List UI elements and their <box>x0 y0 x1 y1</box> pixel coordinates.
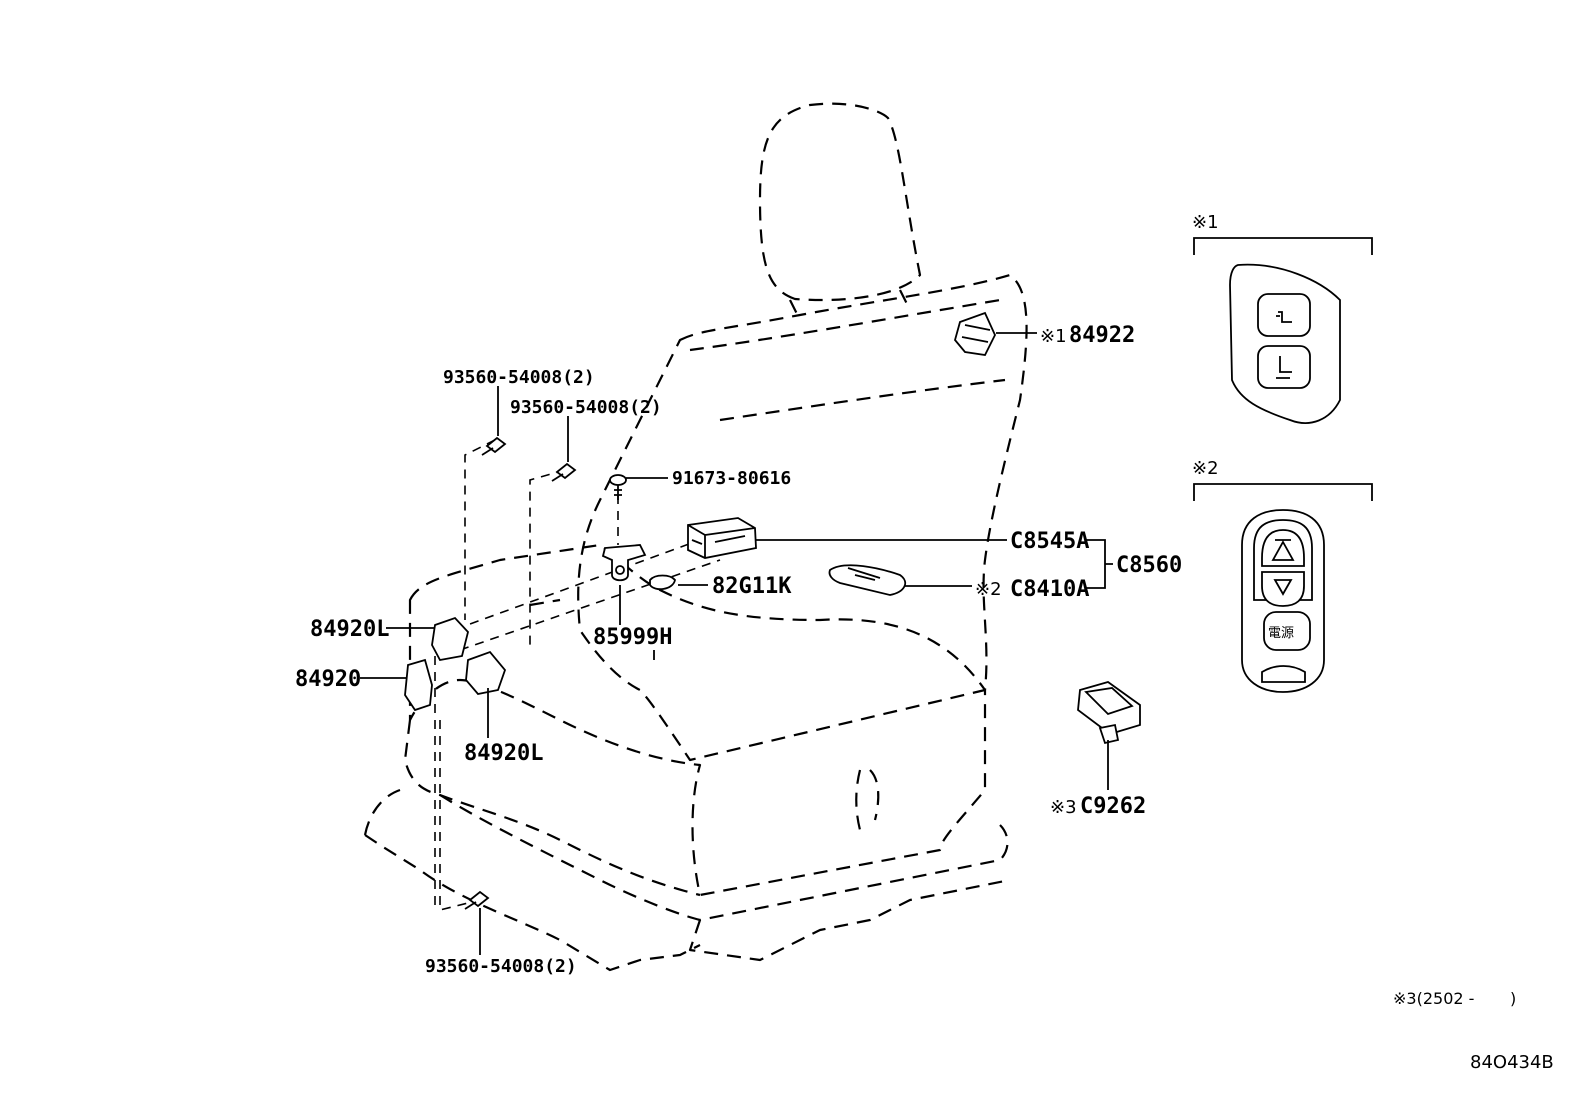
down-button <box>1261 571 1305 607</box>
label-84920: 84920 <box>295 667 361 692</box>
label-note3-mark-c9262: ※3 <box>1050 797 1077 818</box>
label-c8410a: C8410A <box>1010 577 1089 602</box>
inset-note1-title: ※1 <box>1192 212 1219 233</box>
bolt-upper-mid <box>551 462 577 482</box>
clip-82g11k <box>649 574 676 591</box>
label-c8560: C8560 <box>1116 553 1182 578</box>
sensor-84920l-upper <box>431 616 469 662</box>
label-84920l-upper: 84920L <box>310 617 389 642</box>
power-button-label: 電源 <box>1268 626 1294 641</box>
label-82g11k: 82G11K <box>712 574 792 599</box>
sensor-84922 <box>954 311 996 356</box>
seat-recline-button <box>1257 293 1311 337</box>
switch-c9262 <box>1077 681 1141 745</box>
label-93560-bottom: 93560-54008(2) <box>425 956 577 977</box>
inset-note1: ※1 <box>1192 212 1373 424</box>
inset-note2-title: ※2 <box>1192 458 1219 479</box>
sensor-84920l-lower <box>465 650 507 695</box>
part-labels: 93560-54008(2) 93560-54008(2) 91673-8061… <box>295 323 1182 977</box>
screw-91673 <box>609 474 627 500</box>
remote-c8410a <box>828 564 907 596</box>
label-note2-mark-c8410a: ※2 <box>975 579 1002 600</box>
label-84920l-lower: 84920L <box>464 741 543 766</box>
label-c9262: C9262 <box>1080 794 1146 819</box>
label-85999h: 85999H <box>593 625 672 650</box>
inset-note2: ※2 電源 <box>1192 458 1373 693</box>
bolt-bottom <box>464 890 490 910</box>
label-93560-top-mid: 93560-54008(2) <box>510 397 662 418</box>
label-note1-mark-84922: ※1 <box>1040 326 1067 347</box>
power-button <box>1263 611 1311 651</box>
bolt-upper-left <box>481 436 507 456</box>
seat-upright-button <box>1257 345 1311 389</box>
label-93560-top-left: 93560-54008(2) <box>443 367 595 388</box>
connector-c8545a <box>687 517 757 559</box>
sensor-84920 <box>404 658 433 712</box>
label-91673-80616: 91673-80616 <box>672 468 791 489</box>
leader-lines <box>360 332 1113 955</box>
bracket-85999h <box>601 544 647 582</box>
footnote-note3: ※3(2502 - ) <box>1393 989 1516 1008</box>
label-c8545a: C8545A <box>1010 529 1089 554</box>
up-button <box>1261 529 1305 567</box>
diagram-id: 84O434B <box>1470 1052 1554 1073</box>
label-84922: 84922 <box>1069 323 1135 348</box>
seat-outline <box>363 102 1028 972</box>
